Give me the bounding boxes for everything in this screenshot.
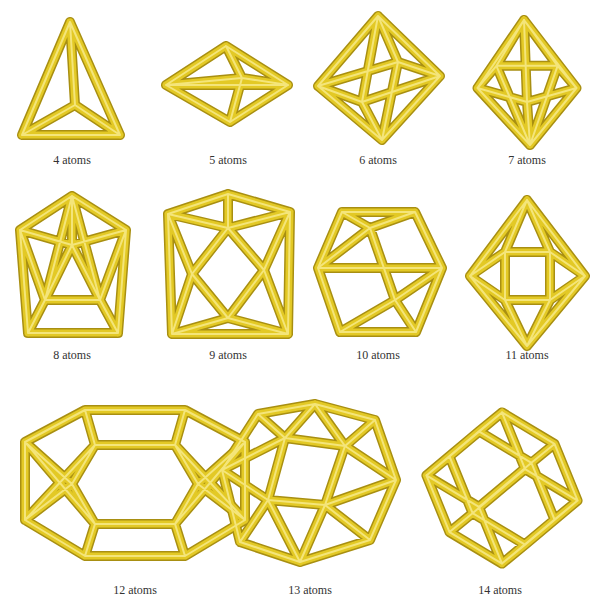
atom-count-label: 12 atoms <box>113 583 157 597</box>
atom-count-label: 6 atoms <box>359 153 397 167</box>
atom-count-label: 9 atoms <box>209 348 247 362</box>
atom-count-label: 11 atoms <box>505 348 548 362</box>
atom-count-label: 14 atoms <box>478 583 522 597</box>
atom-count-label: 10 atoms <box>356 348 400 362</box>
atom-count-label: 8 atoms <box>53 348 91 362</box>
atom-count-label: 4 atoms <box>53 153 91 167</box>
atom-count-label: 13 atoms <box>288 583 332 597</box>
atom-count-label: 5 atoms <box>209 153 247 167</box>
atom-count-label: 7 atoms <box>508 153 546 167</box>
